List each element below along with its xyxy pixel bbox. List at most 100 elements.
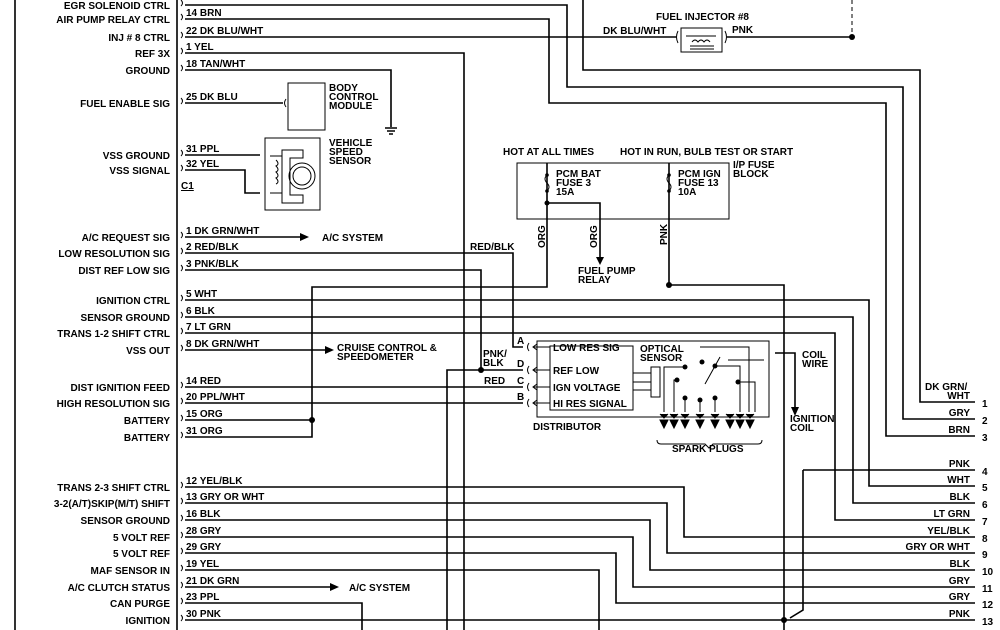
pin-function-label: TRANS 1-2 SHIFT CTRL [57, 329, 170, 340]
wire-label: 14 RED [186, 376, 221, 387]
arrowheads [300, 233, 799, 591]
coil-wire-label: COIL WIRE [802, 350, 828, 370]
connector-cavity-icon [180, 344, 183, 352]
pcm-pin: DIST IGNITION FEED 14 RED [71, 376, 221, 394]
ground-icon [385, 127, 397, 135]
pin-function-label: AIR PUMP RELAY CTRL [56, 15, 170, 26]
pin-function-label: REF 3X [135, 49, 170, 60]
wire-label: 1 DK GRN/WHT [186, 226, 259, 237]
pcm-pin: REF 3X1 YEL [135, 42, 214, 60]
pin-function-label: SENSOR GROUND [81, 516, 170, 527]
connector-cavity-icon [180, 47, 183, 55]
injector-label: FUEL INJECTOR #8 [656, 12, 749, 23]
pnk-blk-label: PNK/ BLK [483, 349, 510, 369]
distributor-terminal-icon [527, 342, 550, 352]
pcm-pin: SENSOR GROUND 16 BLK [81, 509, 222, 527]
connector-cavity-icon [180, 31, 183, 39]
connector-label: C1 [181, 181, 194, 192]
output-pin-number: 6 [982, 500, 988, 511]
pin-function-label: LOW RESOLUTION SIG [58, 249, 170, 260]
vss-label: VEHICLE SPEED SENSOR [329, 138, 375, 167]
pcm-pin: VSS SIGNAL 32 YEL [109, 159, 219, 177]
pcm-pin: AIR PUMP RELAY CTRL 14 BRN [56, 8, 221, 26]
pin-function-label: A/C CLUTCH STATUS [68, 583, 171, 594]
distributor-pin-letter: B [517, 392, 524, 403]
red-blk-label: RED/BLK [470, 242, 515, 253]
wire-label: 14 BRN [186, 8, 222, 19]
output-pin-number: 13 [982, 617, 994, 628]
pin-function-label: GROUND [126, 66, 170, 77]
distributor-signal-label: REF LOW [553, 366, 600, 377]
output-pin: GRY 2 [949, 408, 988, 427]
hot-in-run-label: HOT IN RUN, BULB TEST OR START [620, 147, 793, 158]
pin-function-label: IGNITION CTRL [96, 296, 170, 307]
connector-cavity-icon [180, 381, 183, 389]
spark-plug-icon [725, 413, 735, 430]
connector-cavity-icon [180, 431, 183, 439]
pin-function-label: MAF SENSOR IN [91, 566, 170, 577]
connector-cavity-icon [180, 547, 183, 555]
pin-function-label: VSS SIGNAL [109, 166, 170, 177]
output-pin-number: 2 [982, 416, 988, 427]
wire-label: 31 PPL [186, 144, 219, 155]
connector-cavity-icon [180, 614, 183, 622]
wire-label: 22 DK BLU/WHT [186, 26, 263, 37]
distributor-pin-letter: A [517, 336, 524, 347]
output-wire-label: LT GRN [934, 509, 970, 520]
output-wire-label: GRY [949, 408, 971, 419]
pcm-pin: TRANS 1-2 SHIFT CTRL 7 LT GRN [57, 322, 231, 340]
connector-cavity-icon [180, 581, 183, 589]
wire-label: 15 ORG [186, 409, 223, 420]
fuel-injector [676, 27, 727, 53]
wire-label: 3 PNK/BLK [186, 259, 240, 270]
cruise-label: CRUISE CONTROL & SPEEDOMETER [337, 343, 440, 363]
connector-cavity-icon [180, 327, 183, 335]
pin-function-label: DIST IGNITION FEED [71, 383, 170, 394]
output-wire-label: WHT [947, 475, 970, 486]
pin-function-label: 3-2(A/T)SKIP(M/T) SHIFT [54, 499, 170, 510]
org-label-1: ORG [537, 225, 548, 248]
connector-cavity-icon [180, 397, 183, 405]
wire-label: 23 PPL [186, 592, 219, 603]
spark-plug-icon [659, 413, 669, 430]
connector-cavity-icon [180, 564, 183, 572]
org-label-2: ORG [589, 225, 600, 248]
pin-function-label: TRANS 2-3 SHIFT CTRL [57, 483, 170, 494]
wires [185, 0, 975, 630]
connector-cavity-icon [180, 64, 183, 72]
fuse13-line2: FUSE 13 [678, 178, 719, 189]
connector-cavity-icon [180, 481, 183, 489]
wire-label: 32 YEL [186, 159, 219, 170]
fuse-block-label: I/P FUSE BLOCK [733, 160, 777, 180]
pin-function-label: CAN PURGE [110, 599, 170, 610]
output-wire-label: PNK [949, 459, 971, 470]
connector-cavity-icon [180, 149, 183, 157]
output-wire-label: GRY [949, 592, 971, 603]
connector-cavity-icon [180, 247, 183, 255]
wire-label: 16 BLK [186, 509, 221, 520]
output-pin-number: 3 [982, 433, 988, 444]
wire-label: 7 LT GRN [186, 322, 231, 333]
